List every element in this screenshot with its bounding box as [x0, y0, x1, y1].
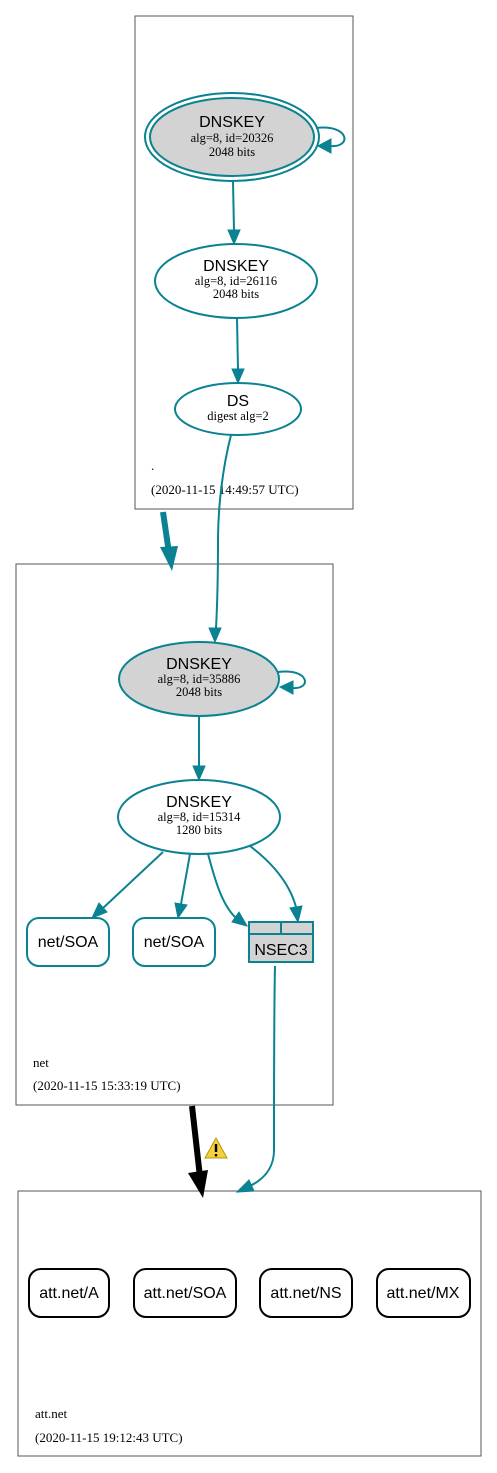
net-soa-record-2[interactable]: net/SOA	[132, 917, 216, 967]
net-zsk-to-soa2-edge	[180, 853, 191, 905]
net-soa-record-1[interactable]: net/SOA	[26, 917, 110, 967]
att-net-soa-label: att.net/SOA	[144, 1285, 227, 1302]
net-nsec3-node[interactable]: NSEC3	[248, 921, 314, 963]
net-ksk-to-zsk-arrow	[192, 765, 206, 782]
root-ksk-title: DNSKEY	[199, 114, 265, 131]
net-ksk-bits: 2048 bits	[176, 685, 222, 699]
root-zsk-title: DNSKEY	[203, 258, 269, 275]
root-ds-node[interactable]: DS digest alg=2	[174, 382, 302, 436]
att-net-ns-record[interactable]: att.net/NS	[259, 1268, 353, 1318]
root-ksk-node[interactable]: DNSKEY alg=8, id=20326 2048 bits	[144, 92, 320, 182]
net-ksk-node[interactable]: DNSKEY alg=8, id=35886 2048 bits	[118, 641, 280, 717]
net-ksk-title: DNSKEY	[166, 656, 232, 673]
att-net-a-record[interactable]: att.net/A	[28, 1268, 110, 1318]
net-zsk-node[interactable]: DNSKEY alg=8, id=15314 1280 bits	[117, 779, 281, 855]
zone-box-net	[15, 563, 334, 1106]
delegation-net-att-edge	[189, 1105, 203, 1178]
root-ds-digest: digest alg=2	[207, 409, 269, 423]
net-nsec3-label: NSEC3	[254, 942, 307, 959]
root-zsk-node[interactable]: DNSKEY alg=8, id=26116 2048 bits	[154, 243, 318, 319]
net-zsk-to-nsec3-arrow-b	[289, 905, 303, 924]
att-zone-timestamp: (2020-11-15 19:12:43 UTC)	[35, 1430, 183, 1445]
root-zsk-bits: 2048 bits	[213, 287, 259, 301]
net-soa-2-label: net/SOA	[144, 934, 205, 951]
root-ds-to-net-ksk-arrow	[208, 627, 222, 644]
net-zsk-to-soa1-arrow	[91, 902, 108, 919]
net-zsk-to-soa1-edge	[101, 851, 164, 910]
warning-icon[interactable]	[204, 1136, 228, 1159]
net-ksk-self-arrow	[278, 680, 294, 695]
root-ksk-self-arrow	[316, 138, 332, 154]
net-zsk-title: DNSKEY	[166, 794, 232, 811]
att-net-mx-label: att.net/MX	[387, 1285, 460, 1302]
delegation-net-att-arrow	[188, 1170, 208, 1198]
net-zone-timestamp: (2020-11-15 15:33:19 UTC)	[33, 1078, 181, 1093]
net-zsk-to-nsec3-edge-b	[249, 845, 297, 908]
zone-box-root	[134, 15, 354, 510]
net-ksk-self-edge	[277, 670, 306, 690]
att-net-ns-label: att.net/NS	[270, 1285, 341, 1302]
net-zsk-to-nsec3-arrow-a	[231, 911, 249, 927]
root-ds-to-net-ksk-edge	[215, 434, 232, 629]
zone-box-att-net	[17, 1190, 482, 1457]
root-zone-timestamp: (2020-11-15 14:49:57 UTC)	[151, 482, 299, 497]
nsec3-to-att-net-arrow	[235, 1179, 255, 1193]
root-ds-title: DS	[227, 393, 249, 410]
net-ksk-alg: alg=8, id=35886	[158, 672, 241, 686]
root-zsk-alg: alg=8, id=26116	[195, 274, 277, 288]
net-zsk-alg: alg=8, id=15314	[158, 810, 242, 824]
root-ksk-self-edge	[315, 126, 346, 148]
att-net-mx-record[interactable]: att.net/MX	[376, 1268, 471, 1318]
root-zone-name: .	[151, 458, 154, 473]
att-zone-name: att.net	[35, 1406, 68, 1421]
root-ksk-alg: alg=8, id=20326	[191, 131, 274, 145]
nsec3-to-att-net-edge	[249, 965, 276, 1187]
root-ksk-to-zsk-arrow	[227, 229, 241, 246]
delegation-root-net-edge	[160, 511, 172, 554]
net-zsk-to-soa2-arrow	[174, 902, 188, 920]
att-net-a-label: att.net/A	[39, 1285, 99, 1302]
root-zsk-to-ds-arrow	[231, 368, 245, 385]
root-zsk-to-ds-edge	[236, 317, 239, 371]
delegation-root-net-arrow	[160, 546, 178, 571]
net-zone-name: net	[33, 1055, 49, 1070]
root-ksk-to-zsk-edge	[232, 180, 235, 232]
net-zsk-bits: 1280 bits	[176, 823, 222, 837]
root-ksk-bits: 2048 bits	[209, 145, 255, 159]
net-zsk-to-nsec3-edge-a	[207, 853, 237, 919]
att-net-soa-record[interactable]: att.net/SOA	[133, 1268, 237, 1318]
net-soa-1-label: net/SOA	[38, 934, 99, 951]
